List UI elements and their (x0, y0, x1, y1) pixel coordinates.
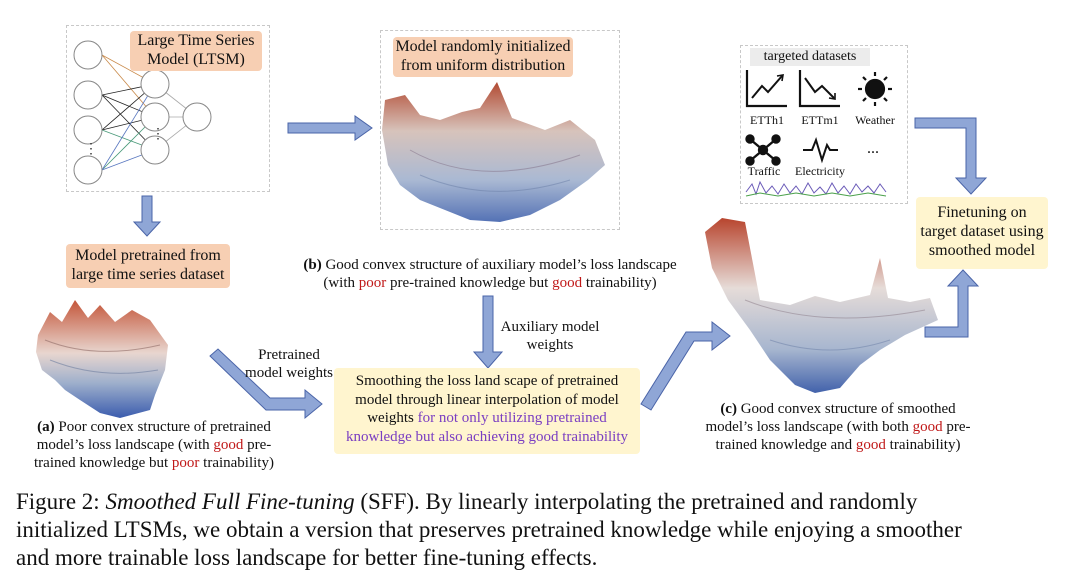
arrow-landscape-up (925, 270, 978, 337)
weather-label: Weather (850, 113, 900, 128)
loss-landscape-a (36, 300, 168, 418)
caption-c: (c) Good convex structure of smoothed mo… (688, 400, 988, 454)
electricity-label: Electricity (790, 164, 850, 179)
caption-b: (b) Good convex structure of auxiliary m… (290, 256, 690, 292)
loss-landscape-c (705, 218, 938, 393)
ettm1-label: ETTm1 (795, 113, 845, 128)
figure-caption: Figure 2: Smoothed Full Fine-tuning (SFF… (16, 488, 1072, 572)
etth1-label: ETTh1 (742, 113, 792, 128)
arrow-diagonal-up (641, 322, 730, 410)
arrow-right-1 (288, 116, 372, 140)
arrow-down-1 (134, 196, 160, 236)
targeted-datasets-title: targeted datasets (750, 48, 870, 66)
caption-a: (a) Poor convex structure of pretrained … (20, 418, 288, 472)
traffic-label: Traffic (739, 164, 789, 179)
more-datasets-ellipsis: ... (858, 140, 888, 158)
smoothing-box: Smoothing the loss land scape of pretrai… (334, 368, 640, 454)
arrow-datasets-down (915, 118, 986, 194)
